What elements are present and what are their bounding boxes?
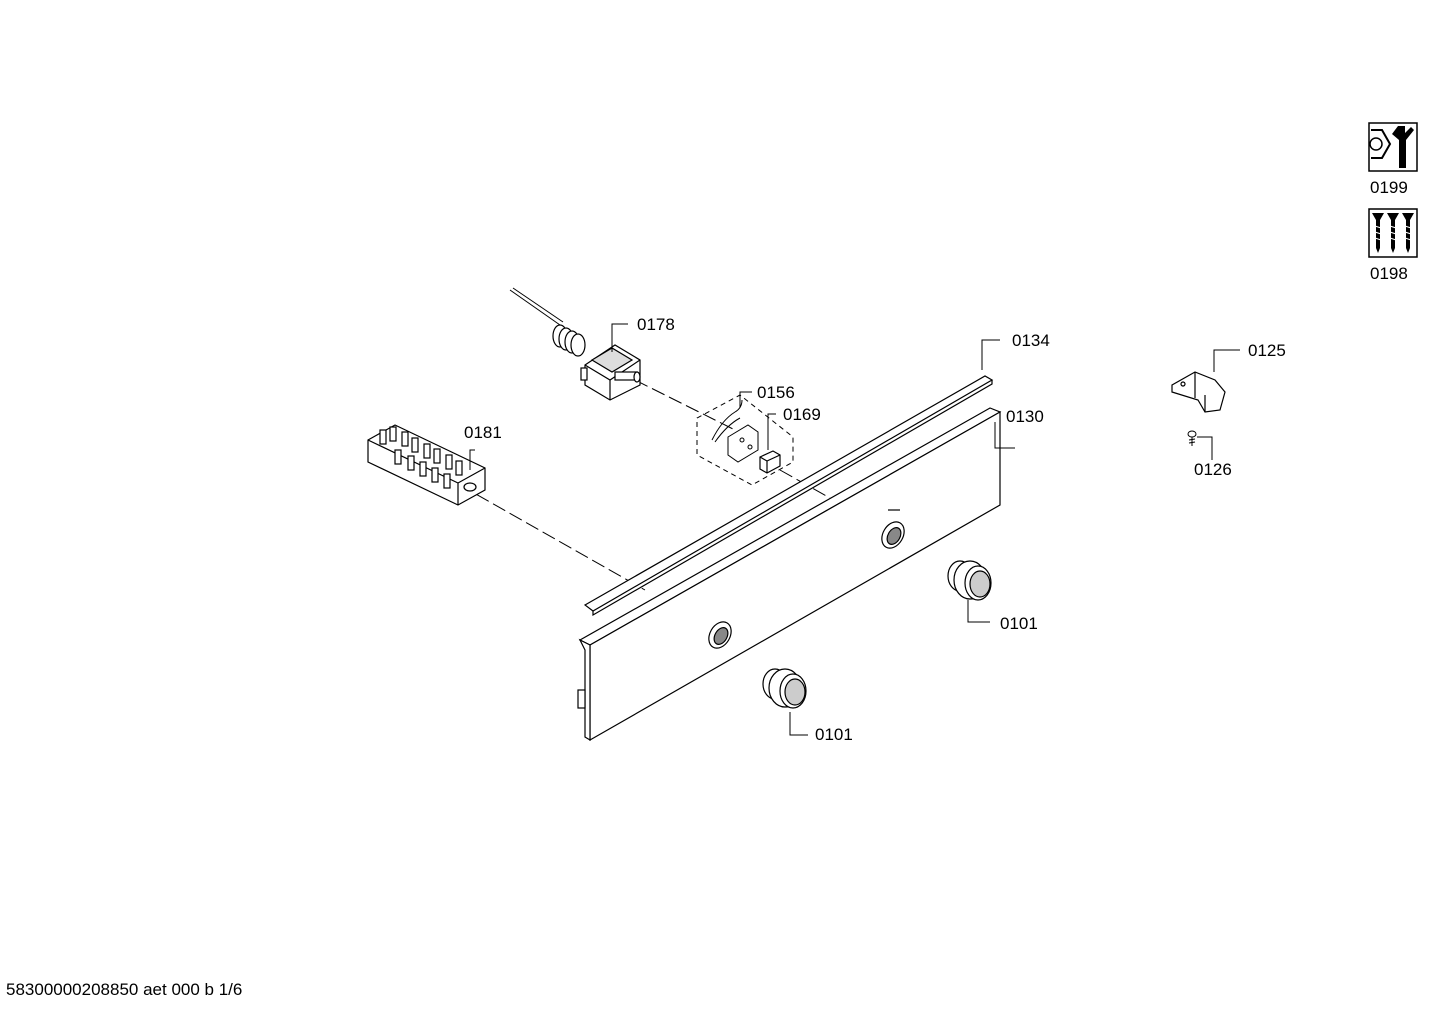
label-0130: 0130: [1006, 407, 1044, 426]
label-0126: 0126: [1194, 460, 1232, 479]
screw-part[interactable]: [1187, 430, 1197, 446]
screws-icon[interactable]: [1368, 208, 1418, 258]
label-0101-right: 0101: [1000, 614, 1038, 633]
label-0134: 0134: [1012, 331, 1050, 350]
label-0101-left: 0101: [815, 725, 853, 744]
leader-lines: [469, 323, 1240, 736]
control-panel-part[interactable]: [577, 407, 1002, 742]
label-0156: 0156: [757, 383, 795, 402]
label-0125: 0125: [1248, 341, 1286, 360]
knob-right-part[interactable]: [947, 560, 992, 601]
terminal-bracket-part[interactable]: [696, 394, 794, 486]
hinge-part[interactable]: [1171, 371, 1226, 413]
thermostat-part[interactable]: [509, 287, 641, 401]
wrench-nut-icon[interactable]: [1368, 122, 1418, 172]
label-0198: 0198: [1370, 264, 1408, 283]
knob-left-part[interactable]: [762, 668, 807, 709]
switch-block-part[interactable]: [367, 424, 486, 506]
connector-part[interactable]: [759, 450, 781, 474]
trim-strip-part[interactable]: [583, 375, 994, 617]
document-id: 58300000208850 aet 000 b 1/6: [6, 980, 243, 999]
label-0181: 0181: [464, 423, 502, 442]
label-0178: 0178: [637, 315, 675, 334]
label-0169: 0169: [783, 405, 821, 424]
label-0199: 0199: [1370, 178, 1408, 197]
